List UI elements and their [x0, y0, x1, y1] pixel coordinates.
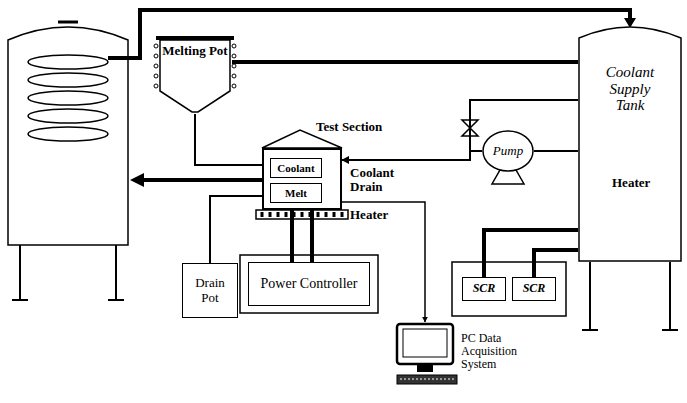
pipe-connector — [534, 250, 578, 277]
drain-pot: Drain Pot — [182, 263, 238, 318]
pc-data-acquisition: PC Data Acquisition System — [395, 322, 530, 387]
pipe-connector — [232, 60, 578, 64]
node-text: Pump — [493, 144, 523, 158]
pipe — [108, 10, 630, 58]
node-text: Coolant Supply Tank — [596, 64, 664, 114]
node-text: Melt — [285, 187, 307, 199]
heater-label: Heater — [350, 208, 410, 222]
melt-region: Melt — [270, 183, 322, 203]
node-text: Melting Pot — [162, 44, 228, 58]
node-text: SCR — [473, 282, 496, 295]
test-section: Test SectionCoolantMelt — [262, 148, 342, 210]
heat-exchanger-tank — [8, 22, 128, 300]
coolant-region: Coolant — [270, 158, 322, 178]
node-text: Power Controller — [261, 276, 358, 291]
pump: Pump — [482, 130, 534, 172]
heater-label: Heater — [612, 176, 672, 190]
pipe-connector — [195, 114, 262, 165]
pipe-connector — [292, 210, 312, 262]
scr-frame — [452, 262, 566, 316]
drain-label: Coolant Drain — [350, 166, 420, 194]
power-controller: Power Controller — [248, 262, 370, 306]
arrowhead — [130, 173, 144, 187]
node-text: SCR — [523, 282, 546, 295]
scr-unit: SCR — [462, 277, 506, 301]
pipe-connector — [534, 150, 578, 152]
node-text: Drain Pot — [186, 276, 234, 305]
controller-frame — [240, 255, 378, 313]
melting-pot: Melting Pot — [158, 36, 232, 114]
pipe-connector — [484, 230, 578, 277]
scr-unit: SCR — [512, 277, 556, 301]
tank-legs — [582, 262, 678, 330]
node-text: Test Section — [316, 120, 382, 134]
node-text: PC Data Acquisition System — [461, 332, 529, 372]
pipe-connector — [210, 196, 262, 263]
pipe — [470, 150, 482, 152]
pump-base — [492, 170, 524, 184]
node-text: Coolant — [277, 162, 314, 174]
pipe — [142, 178, 262, 182]
tank-outline — [578, 22, 682, 262]
heater-plate — [256, 210, 348, 219]
coolant-supply-tank: Coolant Supply Tank — [578, 22, 682, 262]
